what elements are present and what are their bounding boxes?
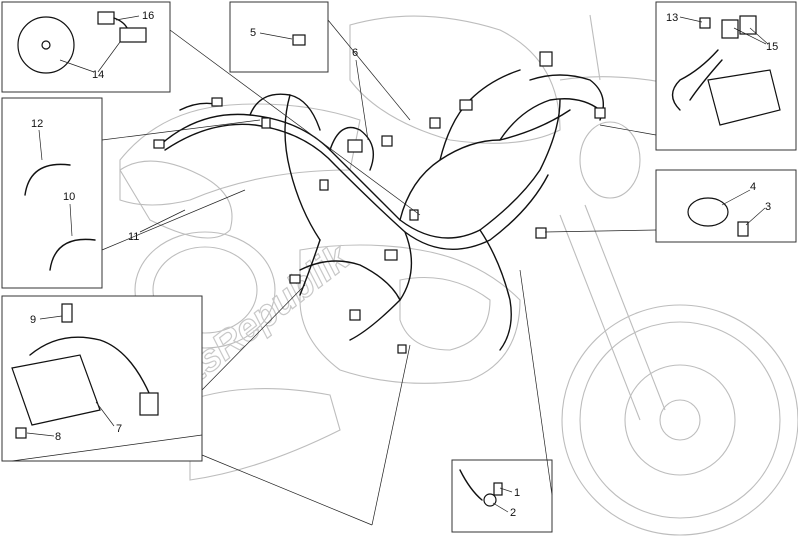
box-horn-mount: 4 3 <box>655 169 797 243</box>
box-clamps: 12 10 <box>1 97 103 289</box>
bolt-icon <box>61 303 73 323</box>
nut-icon <box>15 427 27 439</box>
regulator-icon <box>11 354 101 426</box>
relay-bracket <box>707 69 781 126</box>
callout-label: 8 <box>55 431 61 443</box>
box-ground-cable: 1 2 <box>451 459 553 533</box>
callout-label: 15 <box>766 41 778 53</box>
switch-icon <box>687 197 729 227</box>
callout-label: 2 <box>510 507 516 519</box>
callout-label: 16 <box>142 10 154 22</box>
box-speed-sensor: 16 14 <box>1 1 171 93</box>
callout-label: 4 <box>750 181 756 193</box>
relay-icon-a <box>721 19 739 39</box>
motorcycle-outline <box>119 14 798 536</box>
callout-label: 9 <box>30 314 36 326</box>
clamp-12 <box>24 163 71 196</box>
sensor-connector <box>97 11 115 25</box>
speed-sensor-icon <box>119 27 147 43</box>
screw-icon <box>737 221 749 237</box>
box-relay: 13 15 <box>655 1 797 151</box>
fuse-icon <box>292 34 306 46</box>
washer-icon <box>483 493 497 507</box>
callout-label: 10 <box>63 191 75 203</box>
relay-screw-icon <box>699 17 711 29</box>
callout-label: 14 <box>92 69 104 81</box>
box-regulator: 9 7 8 <box>1 295 203 462</box>
callout-label: 5 <box>250 27 256 39</box>
main-wiring-harness <box>153 51 606 354</box>
callout-label: 1 <box>514 487 520 499</box>
leader-lines <box>11 19 657 526</box>
callout-label: 13 <box>666 12 678 24</box>
ground-bolt-icon <box>493 482 503 496</box>
box-fuse: 5 <box>229 1 329 73</box>
callout-label: 7 <box>116 423 122 435</box>
regulator-connector <box>139 392 159 416</box>
callout-label: 12 <box>31 118 43 130</box>
callout-label: 3 <box>765 201 771 213</box>
clamp-10 <box>49 238 96 271</box>
